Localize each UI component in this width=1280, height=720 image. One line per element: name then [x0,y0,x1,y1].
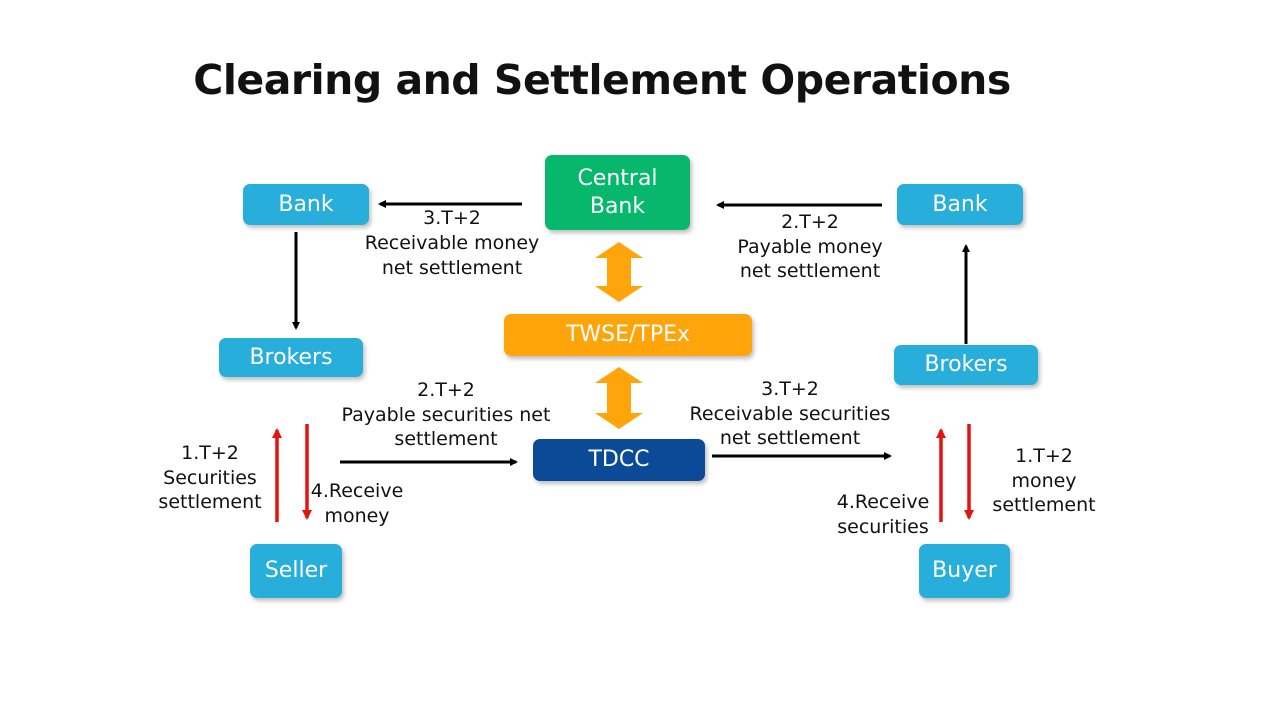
label-line: 4.Receive [836,491,930,513]
node-seller: Seller [250,544,342,598]
label-line: 1.T+2 [181,442,239,464]
label-line: settlement [992,494,1096,517]
node-brokers-right: Brokers [894,345,1038,385]
label-buyer-receive-securities: 4.Receive securities [837,490,930,539]
label-line: settlement [158,491,262,514]
label-buyer-money: 1.T+2 money settlement [992,444,1095,518]
node-central-bank: Central Bank [545,155,690,230]
label-line: 1.T+2 [1015,445,1073,467]
label-line: 3.T+2 [761,378,819,400]
label-line: Payable securities net [341,403,551,426]
diagram-title: Clearing and Settlement Operations [193,56,1011,104]
node-brokers-left: Brokers [219,338,363,377]
label-line: net settlement [381,257,523,280]
label-line: Payable money [737,235,883,258]
label-line: settlement [394,428,498,451]
label-receivable-securities: 3.T+2 Receivable securities net settleme… [690,377,891,451]
label-line: money [1011,469,1077,492]
node-bank-left: Bank [243,184,369,225]
label-line: Securities [163,466,257,489]
label-line: net settlement [739,260,881,283]
node-central-bank-line1: Central [577,166,658,191]
label-seller-securities: 1.T+2 Securities settlement [158,441,261,515]
double-arrow-twse-tdcc [595,367,643,429]
label-payable-securities: 2.T+2 Payable securities net settlement [342,378,551,452]
label-payable-money: 2.T+2 Payable money net settlement [737,210,882,284]
double-arrow-central-twse [595,242,643,302]
label-line: Receivable securities [689,402,891,425]
node-bank-right: Bank [897,184,1023,225]
node-central-bank-line2: Bank [589,193,646,219]
node-twse: TWSE/TPEx [504,314,752,356]
label-receivable-money: 3.T+2 Receivable money net settlement [365,206,540,281]
label-line: 4.Receive [310,480,404,502]
label-line: Receivable money [364,232,540,255]
node-buyer: Buyer [919,544,1010,598]
label-line: net settlement [719,427,861,450]
label-line: 2.T+2 [417,379,475,401]
label-line: 3.T+2 [423,207,481,229]
label-line: money [324,504,390,527]
label-line: 2.T+2 [781,211,839,233]
label-line: securities [837,515,929,538]
label-seller-receive-money: 4.Receive money [311,479,404,528]
node-tdcc: TDCC [533,439,705,481]
